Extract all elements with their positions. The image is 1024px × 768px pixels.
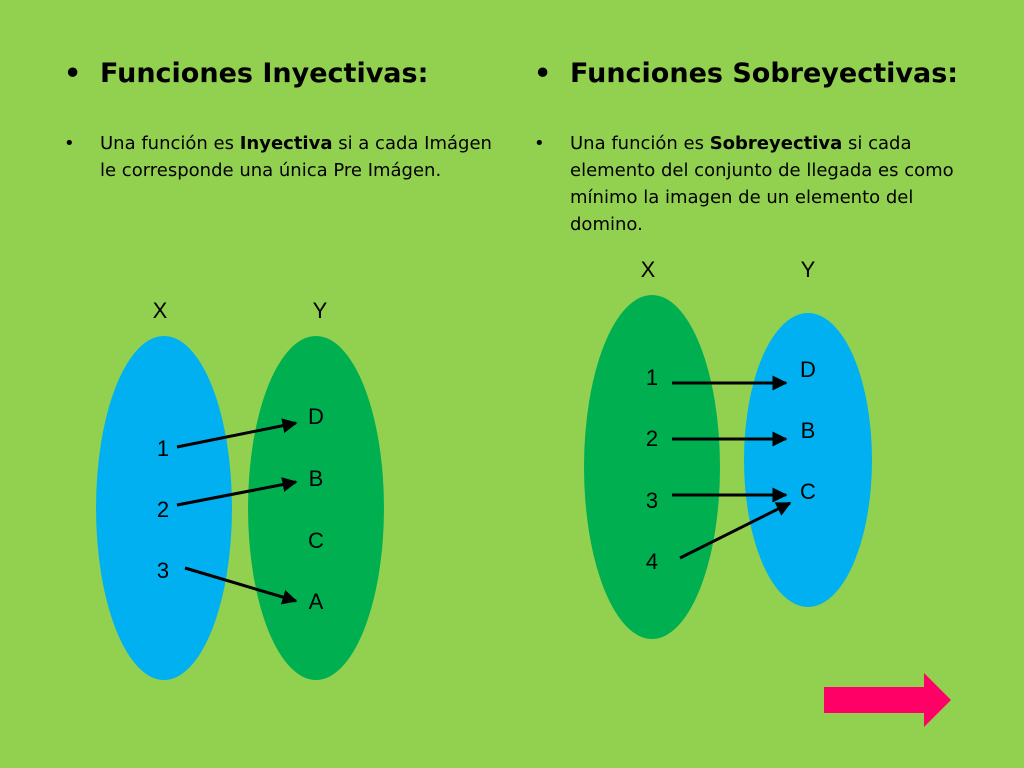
bullet-icon: •	[534, 133, 545, 154]
set-x-label: X	[641, 257, 656, 282]
codomain-item: B	[309, 466, 324, 491]
codomain-item: D	[800, 357, 816, 382]
left-text-bold: Inyectiva	[239, 133, 333, 154]
right-arrow-icon[interactable]	[824, 673, 951, 727]
left-text-post: si a cada Imágen le corresponde una únic…	[100, 133, 492, 181]
codomain-item: C	[800, 479, 816, 504]
mapping-arrow	[184, 566, 298, 605]
mapping-arrow	[679, 501, 792, 560]
right-text-pre: Una función es	[570, 133, 710, 154]
right-title: Funciones Sobreyectivas:	[570, 58, 959, 89]
set-x-ellipse	[584, 295, 720, 639]
next-arrow-shape[interactable]	[824, 673, 951, 727]
codomain-item: D	[308, 404, 324, 429]
left-heading: • Funciones Inyectivas:	[64, 58, 429, 89]
codomain-item: B	[801, 418, 816, 443]
set-x-label: X	[153, 298, 168, 323]
right-text-post: si cada elemento del conjunto de llegada…	[570, 133, 954, 235]
injective-diagram: X Y 1 2 3 D B C A	[96, 298, 384, 680]
right-heading: • Funciones Sobreyectivas:	[534, 58, 959, 89]
domain-item: 1	[157, 436, 169, 461]
mapping-arrow	[176, 418, 298, 449]
codomain-item: A	[309, 589, 324, 614]
domain-item: 3	[157, 558, 169, 583]
bullet-icon: •	[64, 58, 82, 89]
domain-item: 2	[157, 497, 169, 522]
mapping-arrow	[176, 477, 298, 507]
left-description: • Una función es Inyectiva si a cada Imá…	[64, 130, 500, 184]
set-y-label: Y	[313, 298, 328, 323]
codomain-item: C	[308, 528, 324, 553]
set-y-label: Y	[801, 257, 816, 282]
left-title: Funciones Inyectivas:	[100, 58, 429, 89]
set-y-ellipse	[248, 336, 384, 680]
right-text-bold: Sobreyectiva	[709, 133, 843, 154]
bullet-icon: •	[534, 58, 552, 89]
domain-item: 2	[646, 426, 658, 451]
domain-item: 4	[646, 549, 658, 574]
left-text-pre: Una función es	[100, 133, 240, 154]
bullet-icon: •	[64, 133, 75, 154]
surjective-diagram: X Y 1 2 3 4 D B C	[584, 257, 872, 639]
right-description: • Una función es Sobreyectiva si cada el…	[534, 130, 970, 238]
set-x-ellipse	[96, 336, 232, 680]
domain-item: 1	[646, 365, 658, 390]
domain-item: 3	[646, 488, 658, 513]
